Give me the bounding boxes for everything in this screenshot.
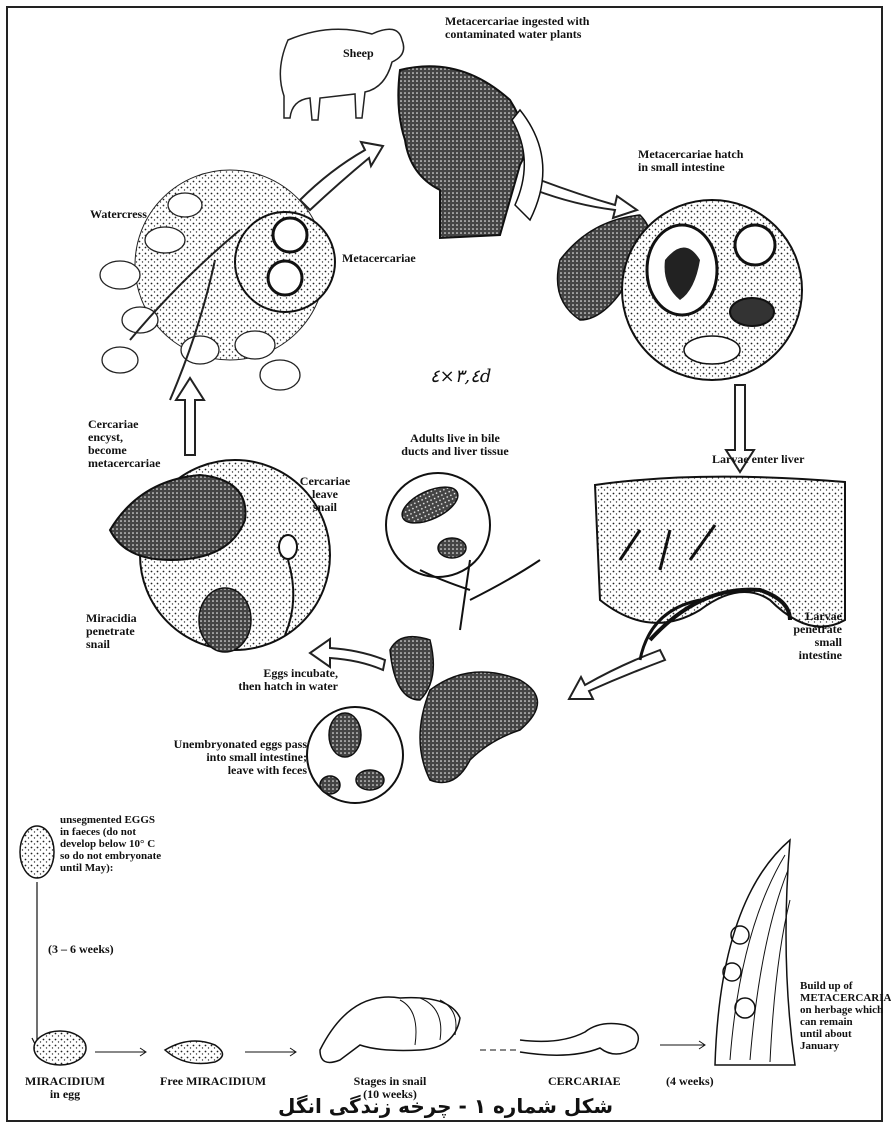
adults-drawing <box>386 473 490 577</box>
label-metacercariae: Metacercariae <box>342 252 416 265</box>
label-4-weeks: (4 weeks) <box>666 1075 714 1088</box>
watercress-drawing <box>100 170 335 400</box>
arrow-ingest-to-hatch <box>535 180 637 218</box>
label-cercariae-leave: Cercariae leave snail <box>280 475 370 514</box>
label-metacercariae-ingested: Metacercariae ingested with contaminated… <box>445 15 589 41</box>
ingestion-drawing <box>398 66 543 238</box>
sheep-drawing <box>280 29 403 120</box>
label-miracidia-penetrate: Miracidia penetrate snail <box>86 612 137 651</box>
label-larvae-enter: Larvae enter liver <box>712 453 804 466</box>
arrow-intestine-to-gut <box>569 650 665 699</box>
hatch-drawing <box>558 200 803 380</box>
figure-caption: شکل شماره ۱ - چرخه زندگی انگل <box>0 1094 891 1118</box>
label-watercress: Watercress <box>90 208 147 221</box>
label-cercariae: CERCARIAE <box>548 1075 621 1088</box>
label-larvae-penetrate: Larvae penetrate small intestine <box>730 610 842 662</box>
gut-drawing <box>307 560 540 803</box>
arrow-watercress-to-sheep <box>300 142 383 210</box>
label-sheep: Sheep <box>343 47 374 60</box>
handwritten-note: ٣,٤×٤d <box>430 370 491 383</box>
label-eggs-incubate: Eggs incubate, then hatch in water <box>188 667 338 693</box>
label-3-6-weeks: (3 – 6 weeks) <box>48 943 114 956</box>
label-free-miracidium: Free MIRACIDIUM <box>160 1075 266 1088</box>
label-metacercariae-hatch: Metacercariae hatch in small intestine <box>638 148 743 174</box>
label-cercariae-encyst: Cercariae encyst, become metacercariae <box>88 418 160 470</box>
label-adults-live: Adults live in bile ducts and liver tiss… <box>375 432 535 458</box>
label-unsegmented-eggs: unsegmented EGGS in faeces (do not devel… <box>20 814 161 874</box>
label-buildup-metacercariae: Build up of METACERCARIAE on herbage whi… <box>800 980 891 1052</box>
label-unembryonated-eggs: Unembryonated eggs pass into small intes… <box>110 738 307 777</box>
arrow-snail-to-watercress <box>176 378 204 455</box>
